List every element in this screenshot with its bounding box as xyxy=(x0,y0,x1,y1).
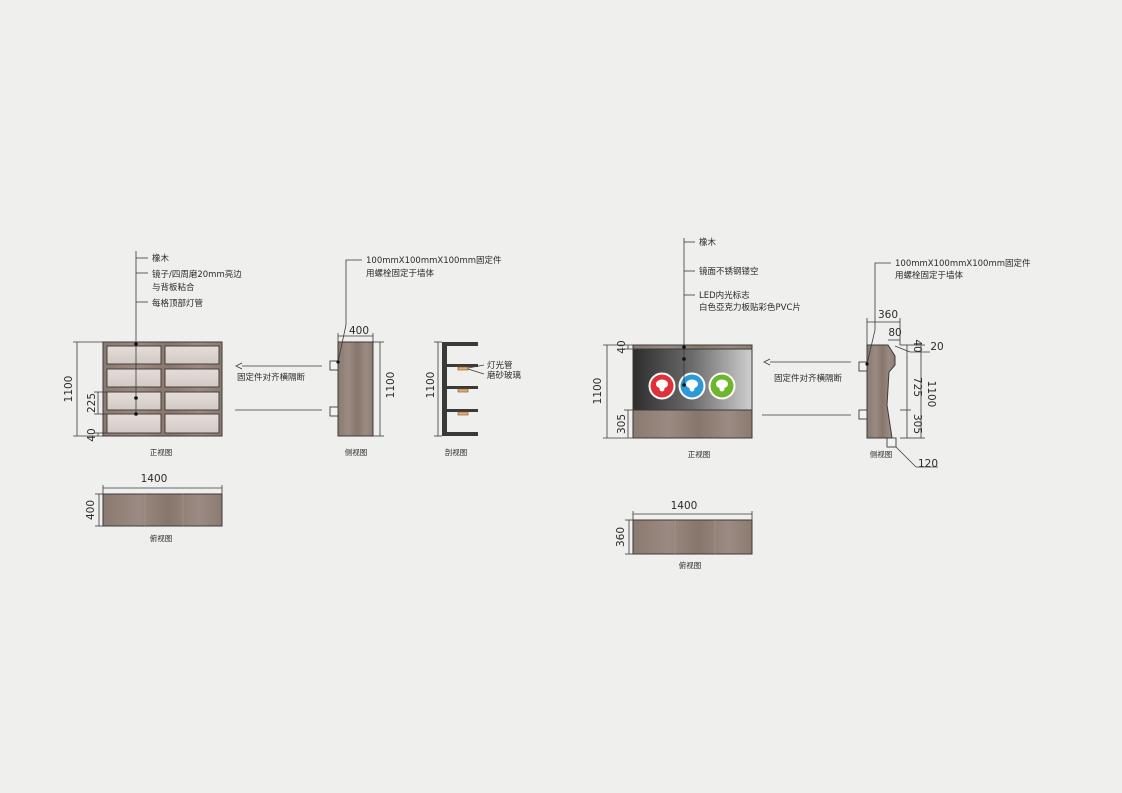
left-label-light: 每格顶部灯管 xyxy=(152,298,203,309)
dim-right-top-width: 1400 xyxy=(671,500,698,512)
caption-right-top: 俯视图 xyxy=(679,560,702,570)
dim-right-side-305: 305 xyxy=(911,414,923,434)
caption-left-side: 侧视图 xyxy=(345,447,368,457)
caption-left-section: 剖视图 xyxy=(445,447,468,457)
mirror-panels xyxy=(106,345,220,434)
dim-right-front-base: 305 xyxy=(616,414,628,434)
right-fixing-note-2: 用螺栓固定于墙体 xyxy=(895,270,964,281)
dim-left-top-depth: 400 xyxy=(85,500,97,520)
left-label-mirror: 镜子/四周磨20mm亮边 xyxy=(152,269,242,280)
sheep-logos xyxy=(648,372,736,400)
left-align-note: 固定件对齐横隔断 xyxy=(237,372,306,383)
section-label-tube: 灯光管 xyxy=(487,360,513,371)
dim-right-side-depth: 360 xyxy=(878,309,898,321)
right-front-view xyxy=(603,238,753,439)
left-label-backboard: 与背板粘合 xyxy=(152,282,195,293)
left-front-view xyxy=(73,251,223,437)
dim-right-front-top: 40 xyxy=(616,340,628,353)
left-fixing-note-1: 100mmX100mmX100mm固定件 xyxy=(366,255,502,266)
caption-right-side: 侧视图 xyxy=(870,449,893,459)
left-side-view xyxy=(235,259,384,437)
right-top-view xyxy=(625,511,753,555)
left-fixing-note-2: 用螺栓固定于墙体 xyxy=(366,268,435,279)
dim-right-top-depth: 360 xyxy=(615,527,627,547)
caption-right-front: 正视图 xyxy=(688,449,711,459)
right-label-acrylic: 白色亞克力板贴彩色PVC片 xyxy=(699,302,801,313)
left-label-oak: 橡木 xyxy=(152,253,170,264)
right-label-steel: 镜面不锈钢镂空 xyxy=(699,266,759,277)
dim-left-side-depth: 400 xyxy=(349,325,369,337)
dim-right-side-20: 20 xyxy=(930,341,943,353)
dim-left-top-width: 1400 xyxy=(141,473,168,485)
dim-right-side-40: 40 xyxy=(911,339,923,352)
dim-right-front-height: 1100 xyxy=(592,378,604,405)
right-side-view xyxy=(762,262,938,468)
right-fixing-note-1: 100mmX100mmX100mm固定件 xyxy=(895,258,1031,269)
dim-right-side-120: 120 xyxy=(918,458,938,470)
dim-left-front-height: 1100 xyxy=(63,376,75,403)
dim-right-side-height: 1100 xyxy=(925,381,937,408)
left-top-view xyxy=(95,485,223,527)
dim-right-side-top: 80 xyxy=(888,327,901,339)
dim-right-side-725: 725 xyxy=(911,377,923,397)
right-label-led: LED内光标志 xyxy=(699,290,750,301)
right-align-note: 固定件对齐横隔断 xyxy=(774,373,843,384)
light-tubes xyxy=(457,366,469,416)
caption-left-front: 正视图 xyxy=(150,447,173,457)
dim-left-side-height: 1100 xyxy=(385,372,397,399)
dim-left-section-height: 1100 xyxy=(425,372,437,399)
section-label-glass: 磨砂玻璃 xyxy=(487,370,522,381)
dim-left-front-shelf: 225 xyxy=(86,393,98,413)
left-section-view xyxy=(434,341,485,437)
dim-left-front-base: 40 xyxy=(86,428,98,441)
caption-left-top: 俯视图 xyxy=(150,533,173,543)
right-label-oak: 橡木 xyxy=(699,237,717,248)
